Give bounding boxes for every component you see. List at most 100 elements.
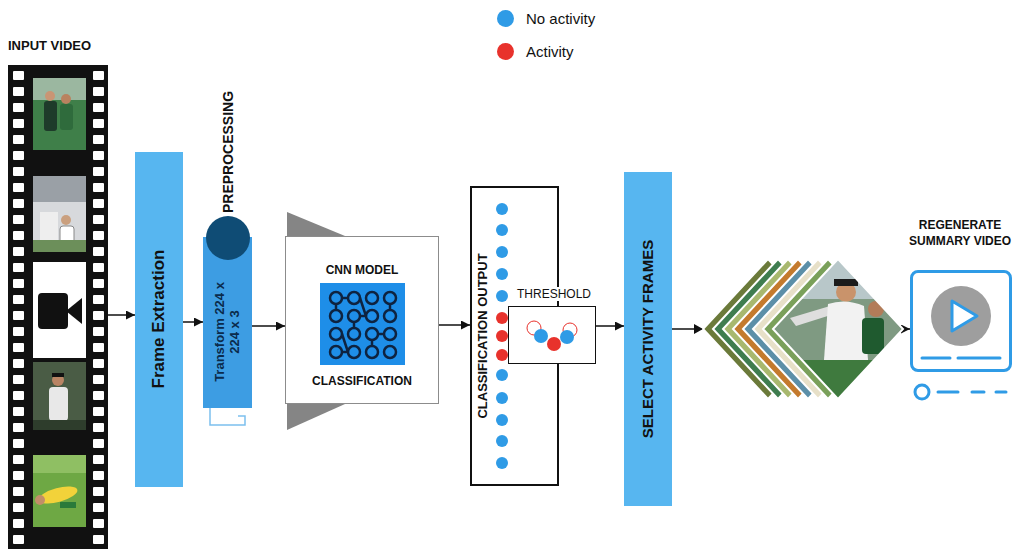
neural-network-icon bbox=[366, 346, 378, 358]
film-strip bbox=[8, 65, 108, 549]
neural-network-icon bbox=[384, 310, 396, 322]
threshold-dots bbox=[560, 330, 574, 344]
neural-network-icon bbox=[366, 310, 378, 322]
video-frame bbox=[45, 91, 55, 101]
photo-frame bbox=[868, 301, 884, 317]
output-heading: REGENERATE SUMMARY VIDEO bbox=[905, 217, 1015, 249]
model-caption: CLASSIFICATION bbox=[288, 374, 436, 388]
flow-arrow bbox=[252, 325, 285, 327]
preprocessing-bar: PREPROCESSINGTransform 224 x 224 x 3 bbox=[203, 237, 252, 408]
input-video-filmstrip: INPUT VIDEO bbox=[8, 65, 108, 549]
bar-bracket bbox=[210, 408, 245, 425]
stage-badge bbox=[206, 216, 250, 260]
video-frame bbox=[33, 362, 86, 430]
neural-network-icon bbox=[384, 346, 396, 358]
flow-arrow bbox=[183, 321, 203, 323]
neural-network-icon bbox=[348, 310, 360, 322]
threshold-dots bbox=[534, 329, 548, 343]
bar-heading: PREPROCESSING bbox=[219, 91, 236, 213]
video-frame bbox=[33, 240, 86, 252]
flow-arrow bbox=[108, 314, 135, 316]
video-player-icon bbox=[931, 286, 991, 346]
neural-network-icon bbox=[320, 283, 405, 365]
neural-network-icon bbox=[348, 292, 360, 304]
legend: No activityActivity bbox=[497, 9, 637, 69]
neural-network-icon bbox=[384, 292, 396, 304]
photo-frame bbox=[773, 360, 903, 400]
neural-network-icon bbox=[348, 328, 360, 340]
neural-network-icon bbox=[330, 310, 342, 322]
neural-network-icon bbox=[348, 346, 360, 358]
threshold-dots bbox=[547, 337, 561, 351]
legend-label: No activity bbox=[526, 9, 637, 28]
photo-frame bbox=[773, 259, 903, 400]
video-frame bbox=[44, 101, 57, 131]
film-strip bbox=[8, 65, 108, 549]
video-frame bbox=[33, 78, 86, 150]
neural-network-icon bbox=[336, 298, 390, 352]
video-frame bbox=[33, 455, 86, 527]
frame-dots bbox=[496, 203, 508, 215]
section-heading: INPUT VIDEO bbox=[8, 38, 91, 54]
frame-stack bbox=[773, 259, 903, 399]
photo-frame bbox=[862, 318, 884, 354]
model-funnel bbox=[287, 212, 345, 236]
frame-dots bbox=[496, 349, 508, 361]
frame-dots bbox=[496, 268, 508, 280]
legend-swatch bbox=[497, 10, 514, 27]
camera-frame bbox=[33, 262, 86, 358]
frame-dots bbox=[496, 312, 508, 324]
threshold-label: THRESHOLD bbox=[515, 287, 593, 301]
photo-frame bbox=[834, 279, 858, 286]
frame-dots bbox=[496, 203, 508, 469]
video-frame bbox=[60, 104, 73, 130]
neural-network-icon bbox=[330, 292, 342, 304]
video-player-icon bbox=[952, 301, 977, 331]
legend-label: Activity bbox=[526, 42, 637, 61]
video-player-icon bbox=[915, 286, 1006, 399]
video-player-icon bbox=[922, 357, 1000, 360]
camera-frame bbox=[33, 262, 86, 358]
output-label: CLASSIFICATION OUTPUT bbox=[475, 253, 491, 418]
photo-frame bbox=[773, 259, 903, 399]
frame-dots bbox=[496, 330, 508, 342]
camera-frame bbox=[66, 298, 82, 324]
video-frame bbox=[35, 495, 45, 505]
neural-network-icon bbox=[330, 328, 342, 340]
video-frame bbox=[33, 455, 86, 527]
legend-swatch bbox=[497, 43, 514, 60]
frame-dots bbox=[496, 369, 508, 381]
video-frame bbox=[52, 374, 64, 386]
film-strip bbox=[9, 68, 29, 549]
neural-network-icon bbox=[384, 328, 396, 340]
video-frame bbox=[33, 176, 86, 202]
frame-dots bbox=[496, 414, 508, 426]
neural-network-icon bbox=[330, 346, 342, 358]
frame-stack bbox=[703, 259, 903, 400]
band-label: Frame Extraction bbox=[149, 250, 169, 389]
neural-network-icon bbox=[366, 328, 378, 340]
threshold-dots bbox=[527, 321, 577, 351]
process-band: SELECT ACTIVITY FRAMES bbox=[624, 172, 672, 506]
camera-frame bbox=[38, 293, 68, 329]
video-frame bbox=[33, 78, 86, 150]
video-player-icon bbox=[915, 385, 929, 399]
video-frame bbox=[52, 373, 64, 377]
frame-dots bbox=[496, 246, 508, 258]
neural-network-icon bbox=[330, 292, 396, 358]
film-strip bbox=[88, 68, 108, 549]
video-frame bbox=[61, 215, 71, 225]
frame-dots bbox=[496, 435, 508, 447]
band-label: SELECT ACTIVITY FRAMES bbox=[639, 240, 657, 438]
video-frame bbox=[33, 420, 86, 430]
video-frame bbox=[33, 455, 86, 473]
video-frame bbox=[60, 502, 76, 508]
video-player-icon bbox=[938, 391, 1006, 394]
transform-label: Transform 224 x 224 x 3 bbox=[213, 273, 243, 391]
flow-arrow bbox=[596, 325, 624, 327]
frame-dots bbox=[496, 224, 508, 236]
video-frame bbox=[33, 176, 86, 252]
legend-row: No activity bbox=[497, 9, 637, 29]
video-frame bbox=[61, 94, 71, 104]
model-title: CNN MODEL bbox=[288, 263, 436, 277]
